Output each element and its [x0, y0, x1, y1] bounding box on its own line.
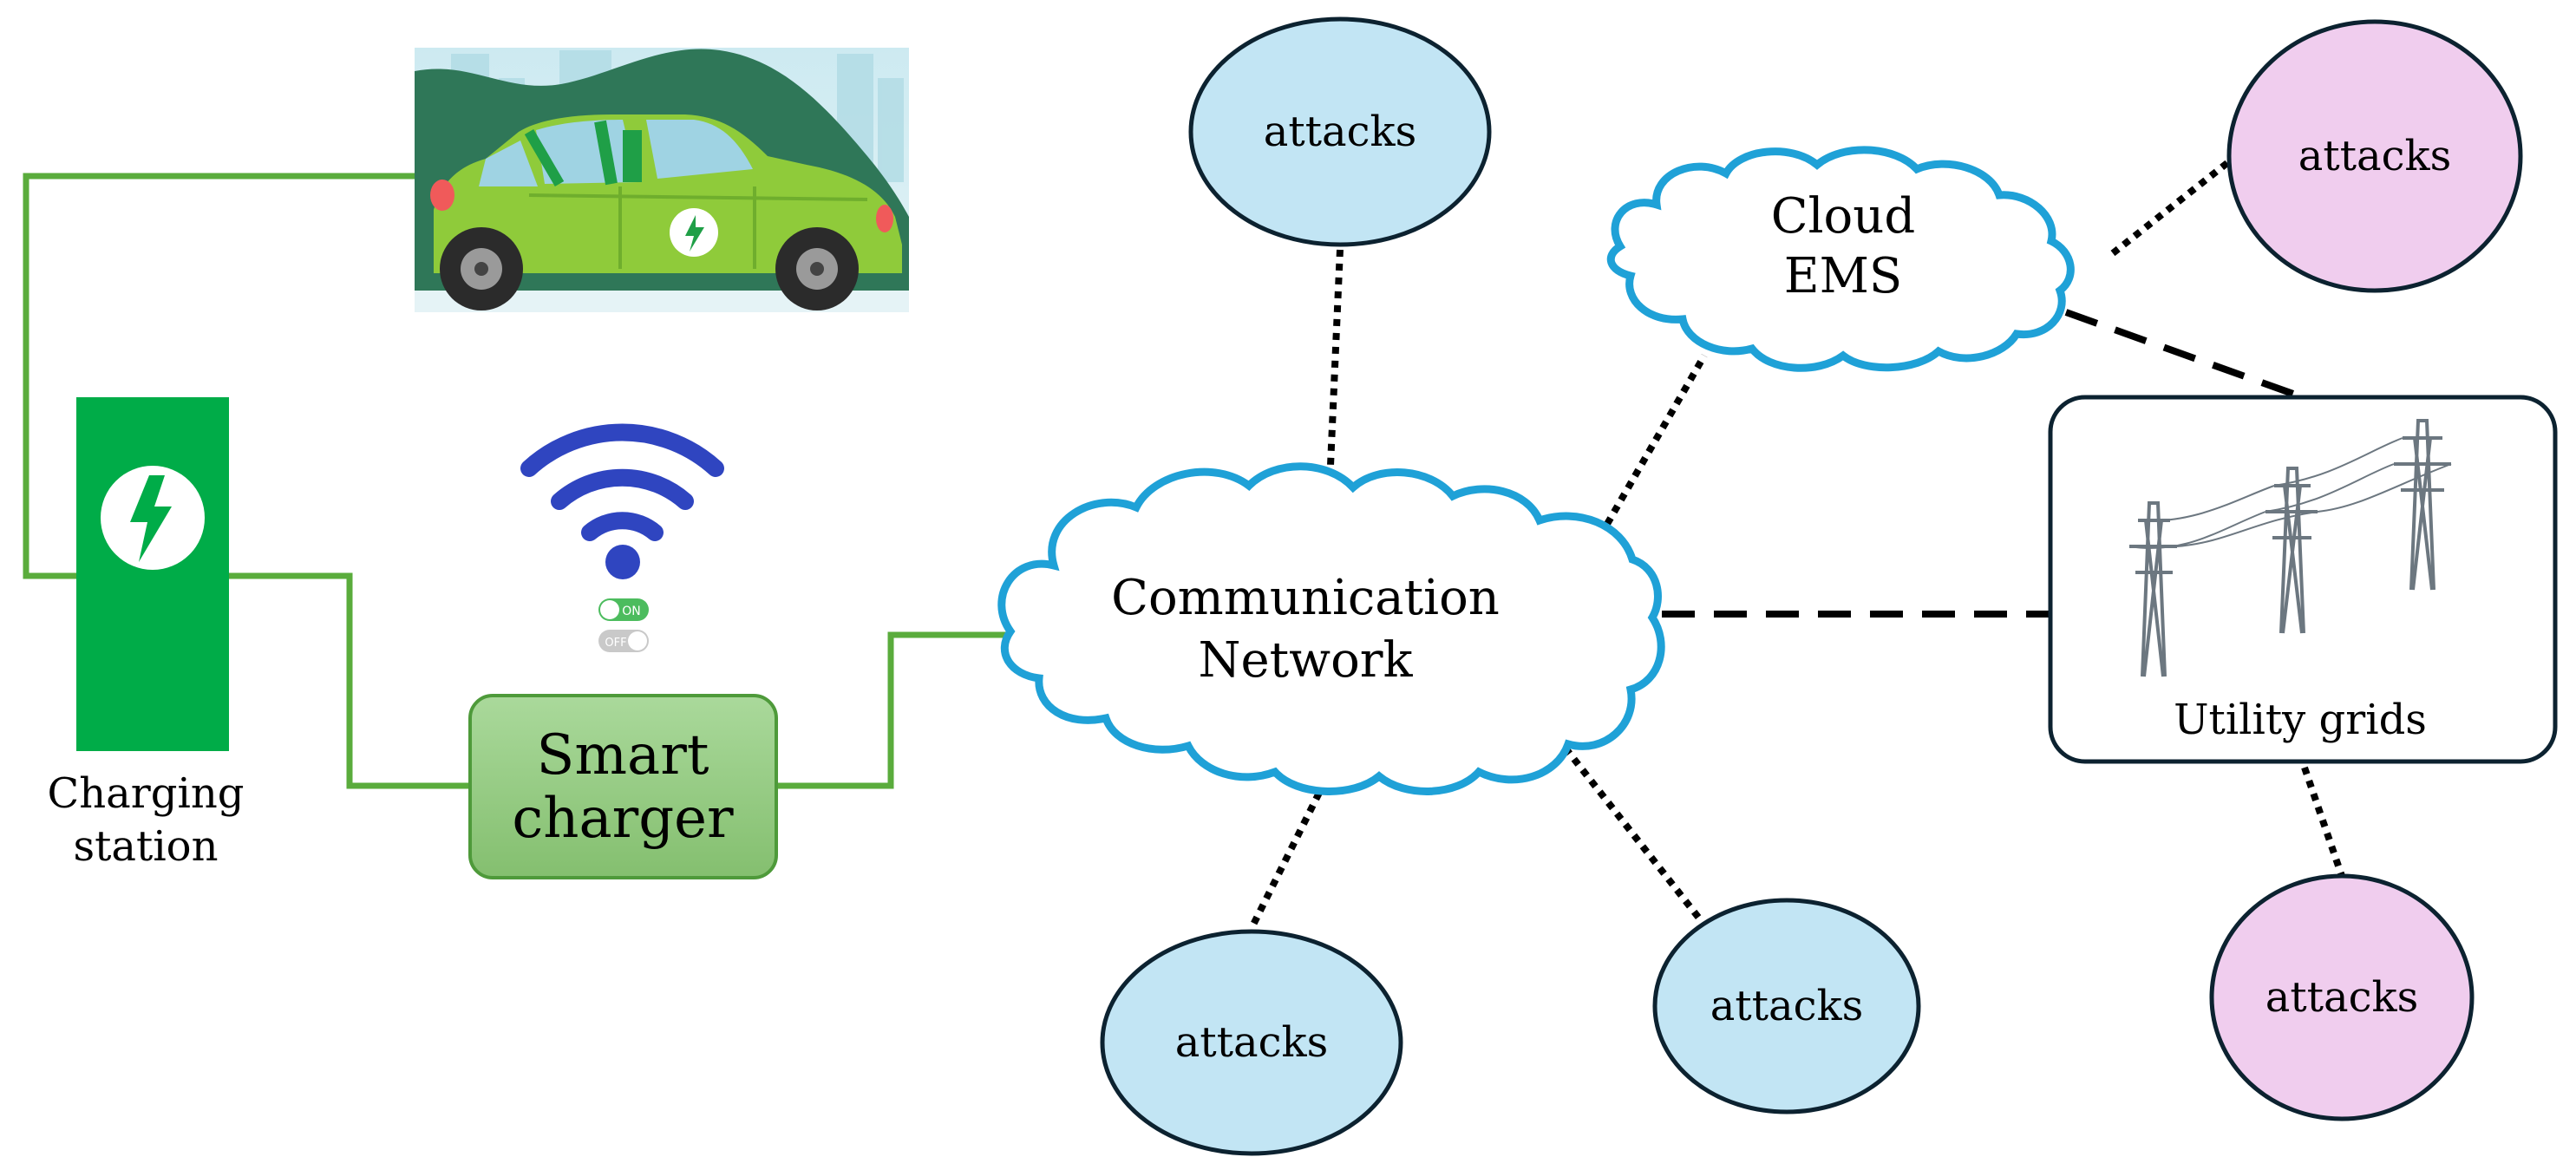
cloud-ems-label-1: Cloud — [1771, 188, 1915, 245]
attack-label: attacks — [2298, 132, 2451, 180]
link-cloud-attack-top-right — [2110, 153, 2239, 257]
wifi-icon — [520, 423, 724, 579]
utility-grids: Utility grids — [2048, 395, 2558, 764]
transmission-tower-icon — [2128, 419, 2452, 677]
svg-text:ON: ON — [622, 605, 641, 618]
attack-node: attacks — [2226, 19, 2523, 293]
smart-charger-label-1: Smart — [537, 723, 709, 788]
network-label-2: Network — [1199, 632, 1414, 689]
attack-label: attacks — [2265, 973, 2418, 1022]
attack-node: attacks — [1188, 16, 1492, 247]
link-network-attack-bottom-mid — [1553, 735, 1703, 922]
attack-node: attacks — [1652, 898, 1921, 1114]
link-network-cloud — [1597, 354, 1708, 538]
attack-label: attacks — [1175, 1018, 1328, 1067]
attack-label: attacks — [1710, 982, 1863, 1030]
power-wires — [23, 173, 1008, 789]
link-network-attack-bottom-left — [1248, 779, 1329, 930]
cloud-ems-shape — [1606, 146, 2075, 372]
smart-charger-box — [468, 694, 778, 879]
smart-charger-label-2: charger — [512, 787, 734, 851]
lightning-bolt-icon — [130, 475, 172, 562]
attack-nodes: attacks attacks attacks attacks attacks — [1100, 16, 2523, 1156]
link-network-attack-top — [1325, 249, 1344, 506]
utility-grids-label: Utility grids — [2174, 696, 2427, 744]
smart-charger: Smart charger — [468, 694, 778, 879]
charging-station-label-2: station — [74, 822, 219, 871]
charging-station-label-1: Charging — [48, 769, 245, 818]
network-label-1: Communication — [1111, 570, 1500, 626]
link-grid-attack-bottom-right — [2301, 766, 2345, 878]
attack-node: attacks — [1100, 929, 1403, 1156]
communication-network-cloud: Communication Network — [997, 462, 1665, 795]
charging-station: Charging station — [48, 397, 245, 871]
charger-to-network-wire — [776, 631, 1008, 789]
charging-station-body — [76, 397, 229, 751]
attack-label: attacks — [1264, 108, 1416, 156]
electric-car-icon — [415, 48, 909, 312]
svg-text:OFF: OFF — [605, 637, 626, 650]
cloud-ems: Cloud EMS — [1606, 146, 2075, 372]
car-to-station-wire — [23, 173, 415, 579]
attack-links — [1248, 153, 2345, 930]
grid-links — [1662, 309, 2305, 618]
network-cloud-shape — [997, 462, 1665, 795]
wifi-toggles: ON OFF — [598, 598, 649, 652]
cloud-ems-label-2: EMS — [1784, 248, 1903, 304]
station-to-charger-wire — [227, 572, 470, 789]
attack-node: attacks — [2209, 873, 2475, 1121]
link-cloud-grid — [2064, 309, 2305, 401]
